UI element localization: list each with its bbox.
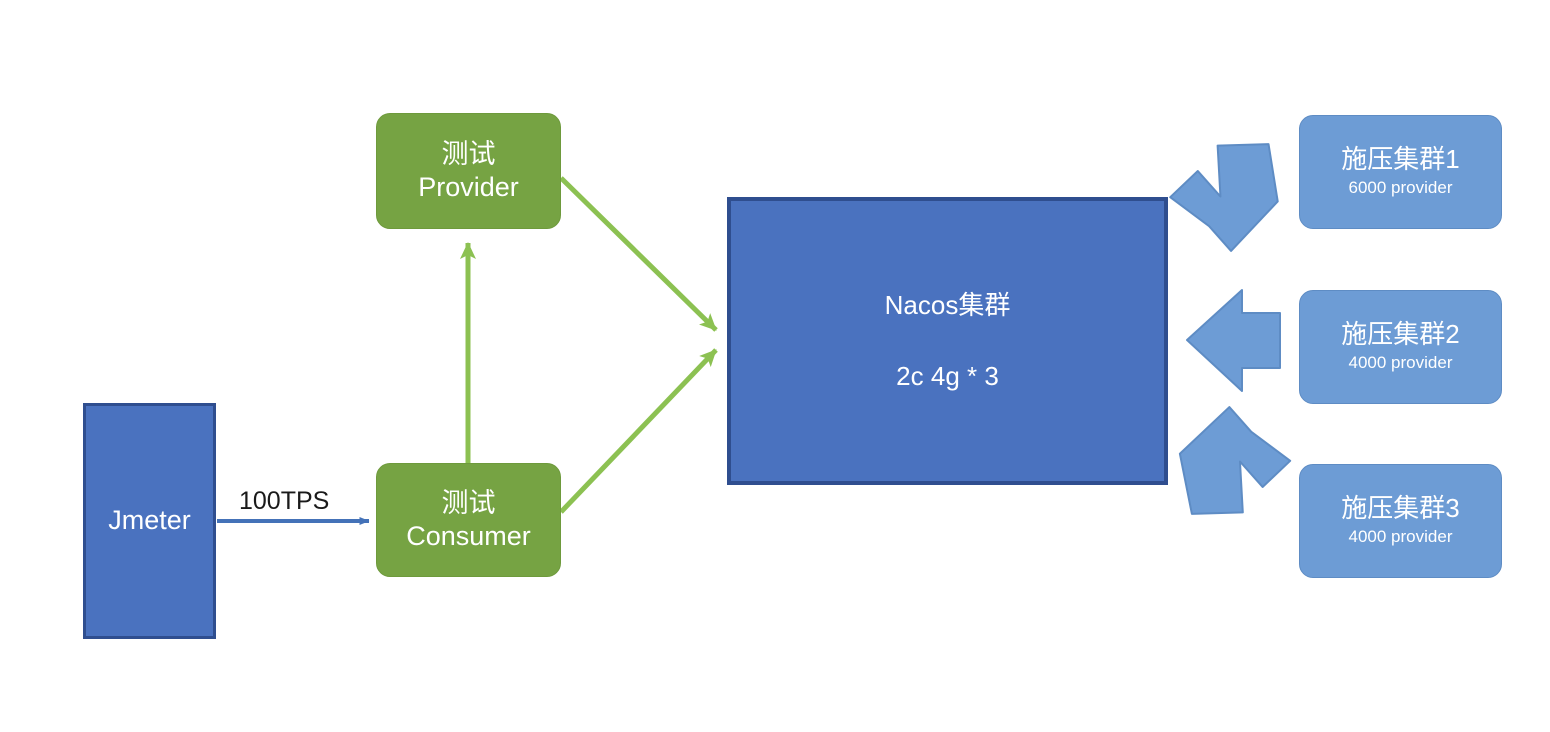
cluster-1-subtitle: 6000 provider <box>1348 177 1453 197</box>
arrow-up-left-icon <box>1178 406 1292 515</box>
consumer-label-line2: Consumer <box>406 520 531 551</box>
nacos-label-line2: 2c 4g * 3 <box>896 361 999 391</box>
nacos-cluster-node[interactable]: Nacos集群 2c 4g * 3 <box>727 197 1168 485</box>
jmeter-node[interactable]: Jmeter <box>83 403 216 639</box>
cluster-2-subtitle: 4000 provider <box>1348 352 1453 372</box>
nacos-label-line1: Nacos集群 <box>884 290 1011 321</box>
edge-provider-to-nacos <box>559 176 718 332</box>
edge-label-tps: 100TPS <box>239 487 330 515</box>
arrow-left-icon <box>1186 289 1281 392</box>
cluster-3-subtitle: 4000 provider <box>1348 526 1453 546</box>
provider-label-line1: 测试 <box>441 138 496 169</box>
test-provider-node[interactable]: 测试 Provider <box>376 113 561 229</box>
jmeter-label: Jmeter <box>108 505 191 536</box>
consumer-label-line1: 测试 <box>441 487 496 518</box>
edge-consumer-to-nacos <box>559 348 718 514</box>
cluster-1-title: 施压集群1 <box>1341 144 1460 175</box>
arrow-down-left-icon <box>1169 143 1279 252</box>
provider-label-line2: Provider <box>418 171 519 202</box>
cluster-3-title: 施压集群3 <box>1341 493 1460 524</box>
pressure-cluster-2-node[interactable]: 施压集群2 4000 provider <box>1299 290 1502 404</box>
test-consumer-node[interactable]: 测试 Consumer <box>376 463 561 577</box>
cluster-2-title: 施压集群2 <box>1341 319 1460 350</box>
pressure-cluster-3-node[interactable]: 施压集群3 4000 provider <box>1299 464 1502 578</box>
pressure-cluster-1-node[interactable]: 施压集群1 6000 provider <box>1299 115 1502 229</box>
